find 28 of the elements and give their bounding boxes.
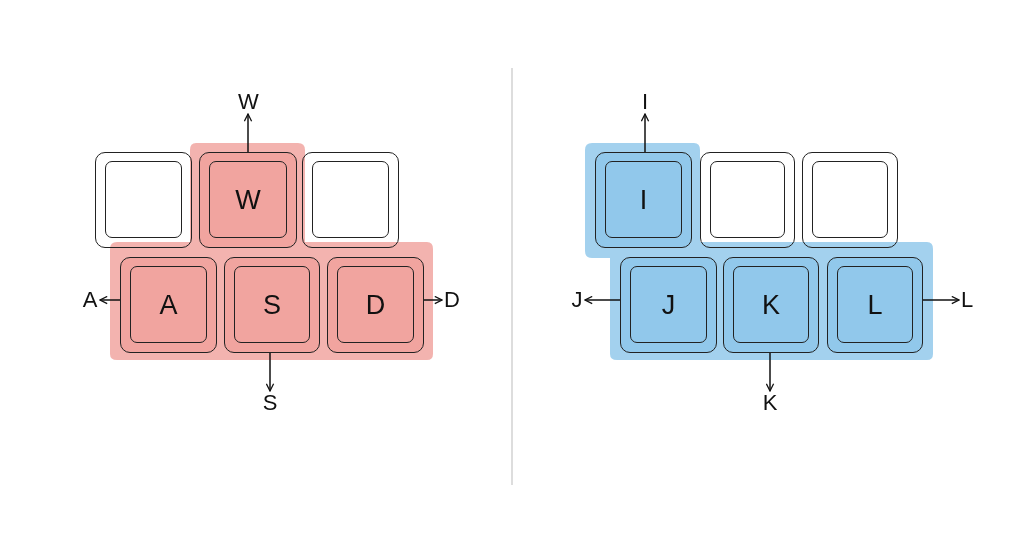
key: S — [224, 257, 320, 353]
arrow — [99, 295, 121, 305]
key: L — [827, 257, 923, 353]
arrow — [423, 295, 443, 305]
arrow — [765, 352, 775, 392]
arrow — [922, 295, 960, 305]
arrow — [265, 352, 275, 392]
key-label: W — [238, 90, 258, 114]
arrow — [584, 295, 621, 305]
key-label: D — [442, 288, 462, 312]
arrow — [640, 113, 650, 153]
key-label: S — [262, 391, 278, 415]
key: D — [327, 257, 424, 353]
key: I — [595, 152, 692, 248]
key — [802, 152, 898, 248]
key: W — [199, 152, 297, 248]
key — [700, 152, 795, 248]
key-label: I — [640, 90, 650, 114]
key — [95, 152, 192, 248]
key-label: L — [959, 288, 975, 312]
key: A — [120, 257, 217, 353]
arrow — [243, 113, 253, 153]
key: J — [620, 257, 717, 353]
key — [302, 152, 399, 248]
key-label: J — [569, 288, 585, 312]
key-label: A — [80, 288, 100, 312]
key: K — [723, 257, 819, 353]
key-label: K — [762, 391, 778, 415]
